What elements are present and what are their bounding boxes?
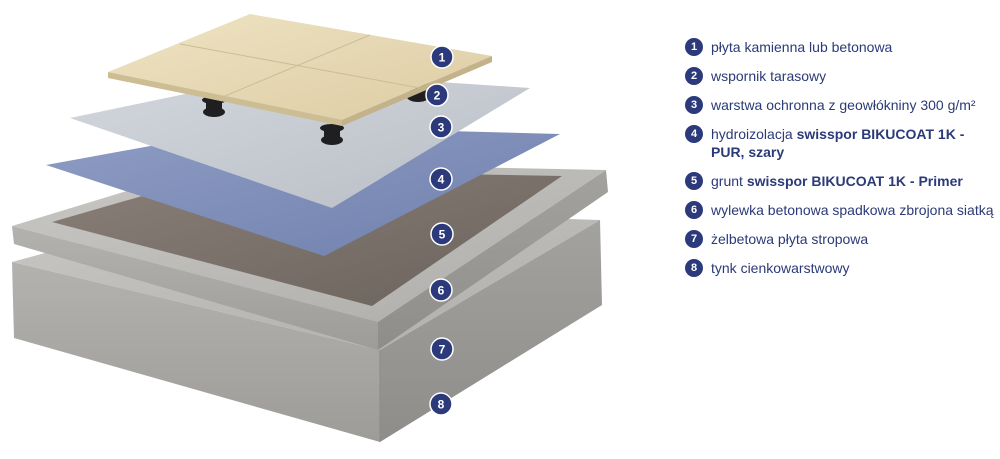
legend-item: 7 żelbetowa płyta stropowa (685, 230, 997, 248)
legend-text: żelbetowa płyta stropowa (711, 231, 869, 247)
legend-text: wspornik tarasowy (711, 68, 827, 84)
legend-number: 3 (685, 96, 703, 114)
legend-text: hydroizolacja swisspor BIKUCOAT 1K - PUR… (711, 126, 965, 160)
legend-number: 6 (685, 201, 703, 219)
legend-item: 5 grunt swisspor BIKUCOAT 1K - Primer (685, 172, 997, 190)
legend-item: 6 wylewka betonowa spadkowa zbrojona sia… (685, 201, 997, 219)
legend-text: wylewka betonowa spadkowa zbrojona siatk… (711, 202, 994, 218)
legend-text: grunt swisspor BIKUCOAT 1K - Primer (711, 173, 963, 189)
legend-item: 1 płyta kamienna lub betonowa (685, 38, 997, 56)
layer-badge-label: 2 (434, 89, 441, 103)
layer-badge-7: 7 (430, 337, 454, 361)
layer-badge-label: 6 (438, 284, 445, 298)
layer-badge-label: 8 (438, 398, 445, 412)
layer-badge-label: 3 (438, 121, 445, 135)
legend-text: płyta kamienna lub betonowa (711, 39, 893, 55)
layer-badge-label: 4 (438, 173, 445, 187)
layer-badge-2: 2 (425, 83, 449, 107)
legend-number: 1 (685, 38, 703, 56)
legend-text: warstwa ochronna z geowłókniny 300 g/m² (711, 97, 976, 113)
legend-number: 5 (685, 172, 703, 190)
layer-badge-3: 3 (429, 115, 453, 139)
legend-item: 2 wspornik tarasowy (685, 67, 997, 85)
legend-item: 4 hydroizolacja swisspor BIKUCOAT 1K - P… (685, 125, 997, 161)
layer-badge-label: 7 (439, 343, 446, 357)
legend-number: 4 (685, 125, 703, 143)
legend-item: 3 warstwa ochronna z geowłókniny 300 g/m… (685, 96, 997, 114)
legend-number: 7 (685, 230, 703, 248)
stone-tiles (108, 14, 492, 126)
geotextile-layer (70, 72, 530, 208)
layer-badge-label: 5 (439, 228, 446, 242)
layer-badge-label: 1 (439, 51, 446, 65)
legend-number: 2 (685, 67, 703, 85)
legend-number: 8 (685, 259, 703, 277)
legend-item: 8 tynk cienkowarstwowy (685, 259, 997, 277)
legend: 1 płyta kamienna lub betonowa 2 wspornik… (685, 38, 997, 288)
layer-badge-8: 8 (429, 392, 453, 416)
layer-badge-6: 6 (429, 278, 453, 302)
layer-badge-1: 1 (430, 45, 454, 69)
legend-text: tynk cienkowarstwowy (711, 260, 850, 276)
layer-badge-4: 4 (429, 167, 453, 191)
layer-badge-5: 5 (430, 222, 454, 246)
